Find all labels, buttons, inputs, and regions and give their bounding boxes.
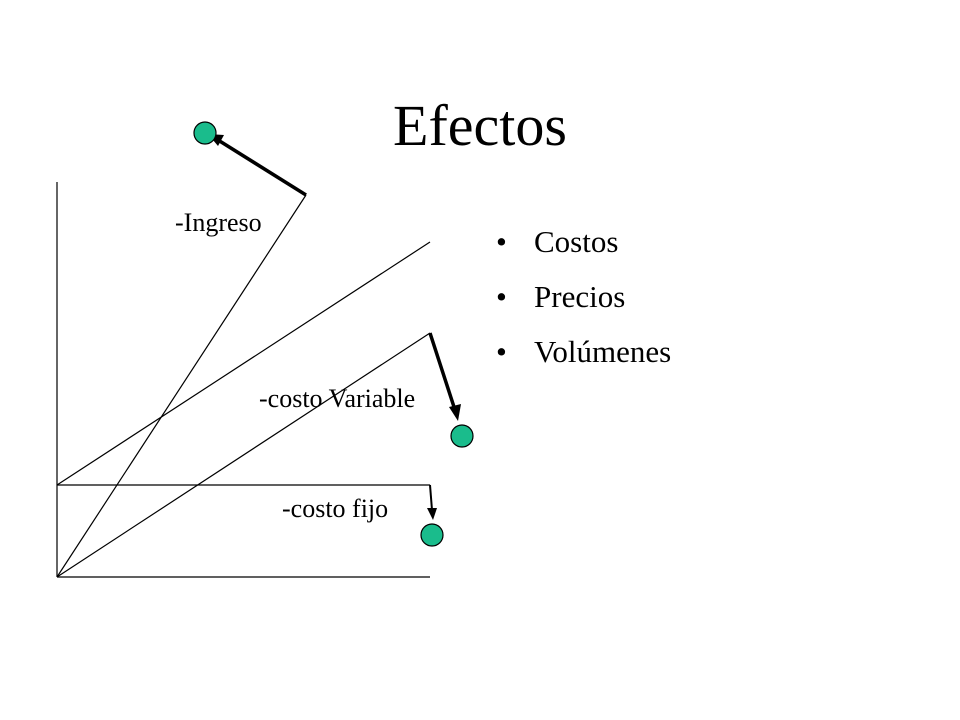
bullet-symbol: • <box>496 334 507 369</box>
income-line <box>56 194 307 578</box>
bullet-item-precios: • Precios <box>496 269 671 324</box>
slide-title: Efectos <box>393 93 567 158</box>
income-marker <box>193 121 217 145</box>
bullet-item-costos: • Costos <box>496 214 671 269</box>
fixed-cost-arrow <box>427 484 437 520</box>
income-label: -Ingreso <box>175 208 262 237</box>
bullet-label: Volúmenes <box>534 334 672 369</box>
total-cost-line <box>56 241 431 486</box>
fixed-cost-marker <box>420 523 444 547</box>
bullet-symbol: • <box>496 279 507 314</box>
bullet-symbol: • <box>496 224 507 259</box>
bullet-label: Costos <box>534 224 619 259</box>
variable-cost-arrow <box>428 332 461 421</box>
bullet-label: Precios <box>534 279 626 314</box>
variable-cost-line <box>56 332 431 578</box>
fixed-cost-label: -costo fijo <box>282 494 388 523</box>
variable-cost-label: -costo Variable <box>259 384 415 413</box>
bullet-item-volumenes: • Volúmenes <box>496 324 671 379</box>
bullet-list: • Costos • Precios • Volúmenes <box>496 214 671 379</box>
variable-cost-marker <box>450 424 474 448</box>
